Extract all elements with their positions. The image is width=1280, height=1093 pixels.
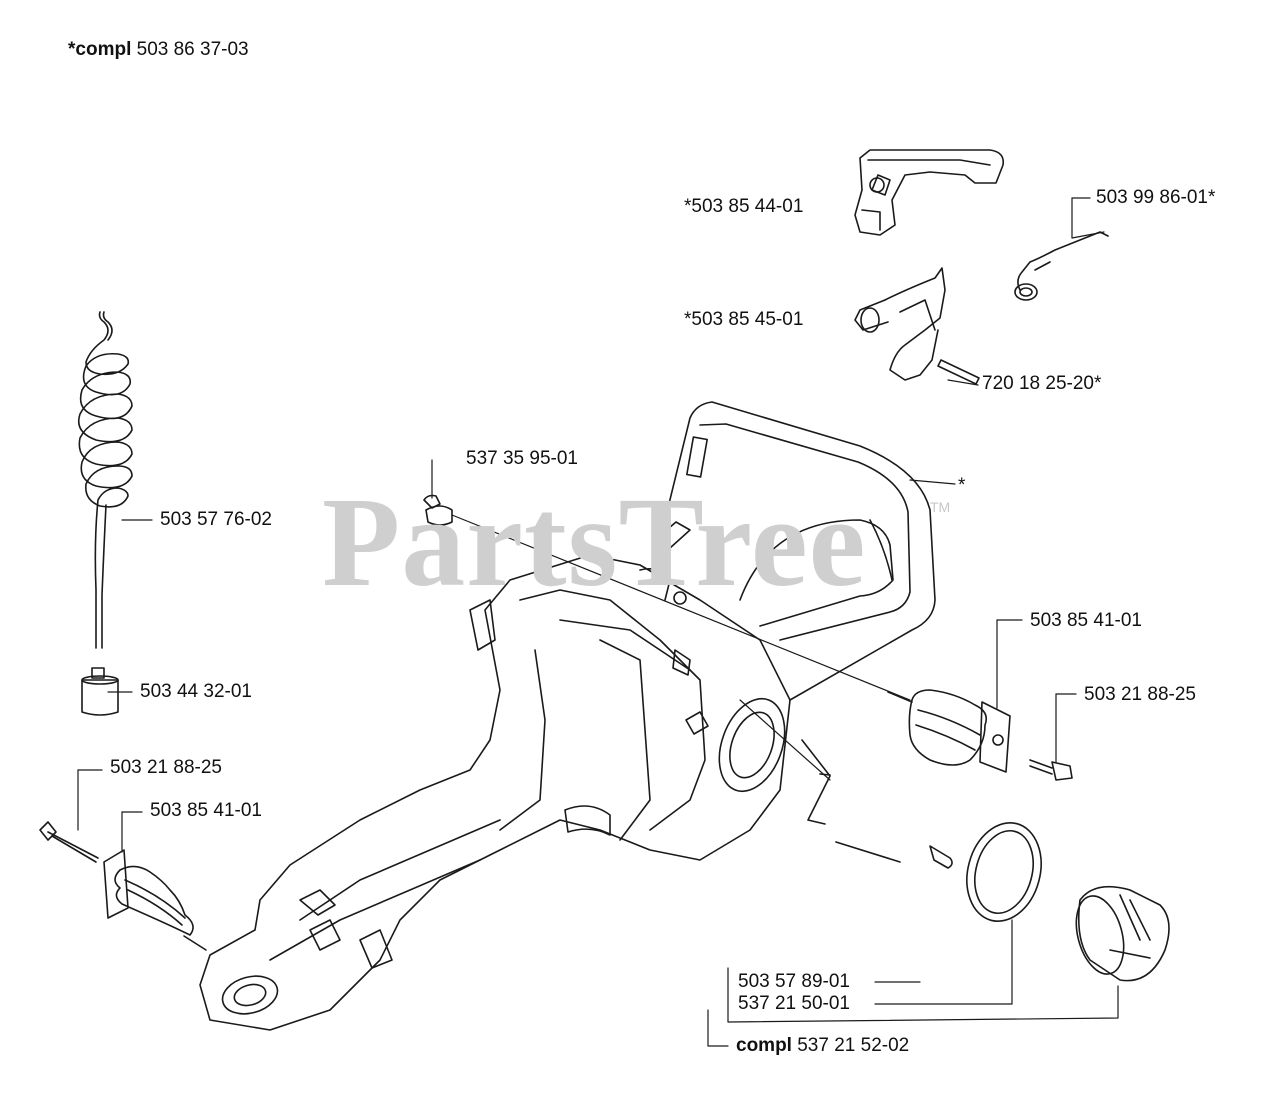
compl-bottom-number: 537 21 52-02 [797, 1035, 910, 1056]
watermark-text: PartsTree [322, 471, 867, 613]
header-compl-prefix: *compl [68, 39, 132, 60]
label-503-85-41-01-right: 503 85 41-01 [1030, 610, 1142, 631]
label-star: * [958, 475, 966, 496]
header-compl-label: *compl 503 86 37-03 [68, 40, 249, 59]
label-503-21-88-25-right: 503 21 88-25 [1084, 684, 1196, 705]
trigger-lever-drawing [854, 267, 946, 381]
label-503-57-89-01: 503 57 89-01 [738, 971, 850, 992]
label-503-57-76-02: 503 57 76-02 [160, 509, 272, 530]
label-537-21-50-01: 537 21 50-01 [738, 993, 850, 1014]
fuel-hose-coil-drawing [77, 311, 133, 649]
pin-drawing [937, 359, 980, 385]
label-503-85-44-01: *503 85 44-01 [684, 196, 804, 217]
tank-housing-drawing [199, 401, 936, 1031]
label-720-18-25-20: 720 18 25-20* [982, 373, 1102, 394]
left-buffer-drawing [103, 849, 207, 951]
label-537-35-95-01: 537 35 95-01 [466, 448, 578, 469]
seal-ring-drawing [966, 822, 1042, 922]
label-503-85-45-01: *503 85 45-01 [684, 309, 804, 330]
label-503-99-86-01: 503 99 86-01* [1096, 187, 1216, 208]
watermark-trademark: TM [930, 499, 951, 515]
label-503-21-88-25-left: 503 21 88-25 [110, 757, 222, 778]
compl-bottom-prefix: compl [736, 1035, 792, 1056]
leader-lines [77, 197, 1119, 1047]
right-bolt-drawing [1029, 759, 1073, 781]
spring-wire-drawing [1014, 231, 1109, 301]
label-503-85-41-01-left: 503 85 41-01 [150, 800, 262, 821]
label-compl-537-21-52-02: compl 537 21 52-02 [736, 1036, 909, 1055]
fuel-cap-drawing [1075, 885, 1170, 982]
handle-top-drawing [854, 149, 1005, 236]
left-bolt-drawing [39, 821, 99, 863]
label-503-44-32-01: 503 44 32-01 [140, 681, 252, 702]
fuel-filter-drawing [81, 667, 119, 716]
header-compl-number: 503 86 37-03 [136, 39, 249, 60]
right-buffer-drawing [887, 689, 1011, 773]
cable-drawing [801, 739, 953, 869]
